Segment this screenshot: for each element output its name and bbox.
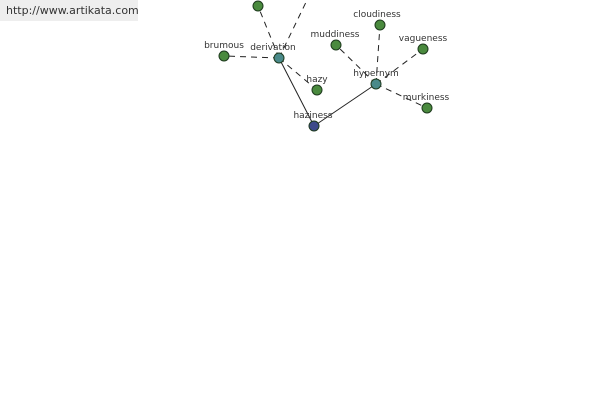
node-label-muddiness[interactable]: muddiness [310, 30, 359, 40]
node-label-hazy[interactable]: hazy [306, 75, 328, 85]
source-url[interactable]: http://www.artikata.com [0, 0, 139, 21]
node-circle-cloudiness[interactable] [374, 19, 386, 31]
node-muddiness[interactable]: muddiness [310, 30, 360, 51]
edge-derivation-offscreen [278, 0, 308, 59]
edge-hypernym-murkiness [375, 83, 428, 109]
node-label-hypernym[interactable]: hypernym [353, 69, 399, 79]
node-circle-muddiness[interactable] [330, 39, 342, 51]
node-haziness[interactable]: haziness [293, 111, 333, 132]
node-circle-vagueness[interactable] [417, 43, 429, 55]
edge-derivation-top-node [257, 5, 280, 59]
node-circle-hypernym[interactable] [370, 78, 382, 90]
node-label-murkiness[interactable]: murkiness [403, 93, 450, 103]
node-hypernym[interactable]: hypernym [353, 69, 399, 90]
node-murkiness[interactable]: murkiness [403, 93, 450, 114]
edge-derivation-hazy [278, 57, 318, 91]
node-circle-brumous[interactable] [218, 50, 230, 62]
node-top-node[interactable] [252, 0, 264, 12]
edge-derivation-brumous [223, 55, 280, 59]
edge-hypernym-cloudiness [375, 24, 381, 85]
node-derivation[interactable]: derivation [250, 43, 296, 64]
edge-haziness-hypernym [313, 83, 377, 127]
node-label-vagueness[interactable]: vagueness [399, 34, 448, 44]
node-hazy[interactable]: hazy [306, 75, 328, 96]
node-brumous[interactable]: brumous [204, 41, 244, 62]
node-cloudiness[interactable]: cloudiness [353, 10, 401, 31]
node-circle-haziness[interactable] [308, 120, 320, 132]
node-circle-hazy[interactable] [311, 84, 323, 96]
node-vagueness[interactable]: vagueness [399, 34, 448, 55]
node-circle-top-node[interactable] [252, 0, 264, 12]
edge-hypernym-vagueness [375, 48, 424, 85]
node-label-haziness[interactable]: haziness [293, 111, 332, 121]
edge-haziness-derivation [278, 57, 315, 127]
node-circle-murkiness[interactable] [421, 102, 433, 114]
edge-hypernym-muddiness [335, 44, 377, 85]
graph-edges [223, 0, 428, 127]
node-label-cloudiness[interactable]: cloudiness [353, 10, 401, 20]
node-label-brumous[interactable]: brumous [204, 41, 244, 51]
graph-nodes: haziness derivation hypernym brumous hazy mud… [204, 0, 450, 132]
node-circle-derivation[interactable] [273, 52, 285, 64]
node-label-derivation[interactable]: derivation [250, 43, 296, 53]
